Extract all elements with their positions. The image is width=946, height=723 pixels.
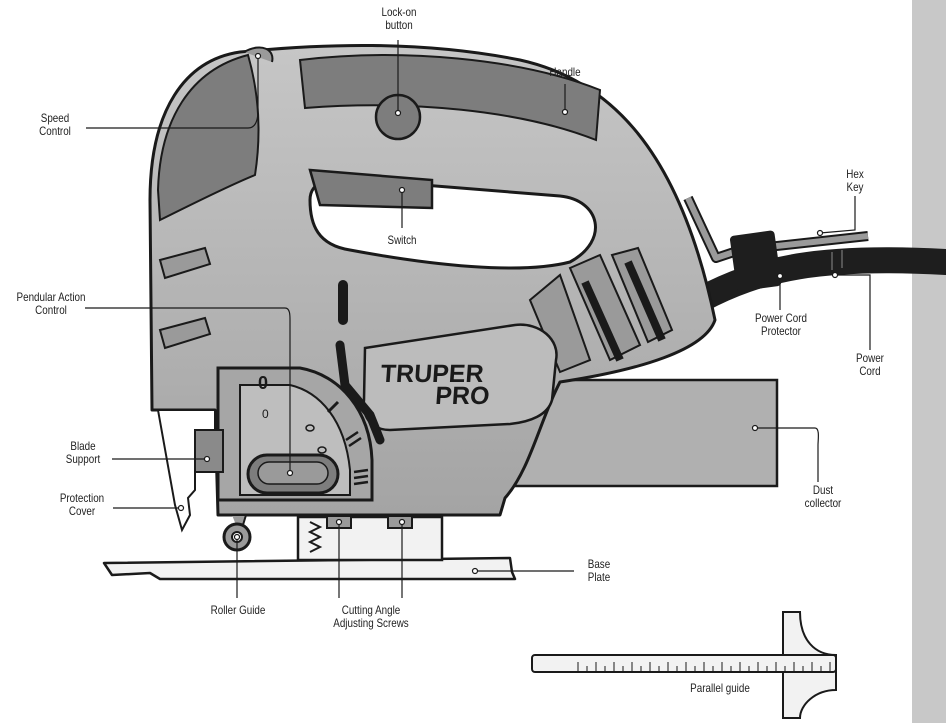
dial-dot <box>317 446 327 454</box>
label-handle-line1: Handle <box>549 65 581 79</box>
label-dust-line2: collector <box>804 496 842 510</box>
label-protection-line2: Cover <box>68 504 96 518</box>
leader-lines <box>85 40 871 598</box>
base-plate-support <box>296 515 444 562</box>
label-speed-line2: Control <box>39 124 71 138</box>
label-blade-line1: Blade <box>70 439 96 453</box>
label-parallel-guide: Parallel guide <box>679 682 761 695</box>
label-lock-on-line2: button <box>385 18 413 32</box>
protection-cover <box>156 409 216 533</box>
label-protector-line1: Power Cord <box>755 311 807 325</box>
dial-mark-2 <box>345 430 362 448</box>
label-cutting-line1: Cutting Angle <box>341 603 401 617</box>
label-dust-collector: Dust collector <box>796 484 850 510</box>
dial-mark-3 <box>353 468 369 486</box>
label-dust-line1: Dust <box>812 483 834 497</box>
right-margin-bar <box>912 0 946 723</box>
leader-dots <box>177 52 839 575</box>
brand-line1: TRUPER <box>380 360 485 388</box>
label-base-line1: Base <box>587 557 611 571</box>
blade-support <box>194 429 224 473</box>
parallel-guide-ticks <box>577 662 831 672</box>
power-cord <box>687 247 946 313</box>
brand-line2: PRO <box>434 382 490 410</box>
label-base-line2: Plate <box>587 570 611 584</box>
power-cord-protector <box>729 230 782 292</box>
label-hex-line2: Key <box>846 180 864 194</box>
body-accent <box>335 340 385 445</box>
label-power-cord: Power Cord <box>845 352 894 378</box>
label-pendular-line2: Control <box>35 303 67 317</box>
label-pendular-line1: Pendular Action <box>16 290 86 304</box>
dial-zero-small: 0 <box>262 407 269 421</box>
dial-zero-large: 0 <box>258 373 268 393</box>
label-speed-control: Speed Control <box>28 112 82 138</box>
label-pendular-action: Pendular Action Control <box>9 291 93 317</box>
label-hex-line1: Hex <box>846 167 864 181</box>
rear-vent <box>158 316 212 350</box>
label-cutting-angle: Cutting Angle Adjusting Screws <box>321 604 421 630</box>
label-speed-line1: Speed <box>40 111 70 125</box>
label-protection-cover: Protection Cover <box>48 492 117 518</box>
label-lock-on-line1: Lock-on <box>381 5 417 19</box>
spring <box>307 521 323 553</box>
label-cord-line2: Cord <box>859 364 881 378</box>
rear-vent <box>158 246 212 280</box>
cord-marking <box>831 250 843 270</box>
dial-mark-1 <box>326 400 340 414</box>
label-switch: Switch <box>377 234 426 247</box>
label-blade-support: Blade Support <box>56 440 110 466</box>
label-parallel-line1: Parallel guide <box>690 681 750 695</box>
parallel-guide-bar <box>531 654 837 673</box>
label-protection-line1: Protection <box>59 491 105 505</box>
label-lock-on-button: Lock-on button <box>369 6 430 32</box>
label-hex-key: Hex Key <box>835 168 876 194</box>
label-cutting-line2: Adjusting Screws <box>333 616 409 630</box>
label-roller-guide: Roller Guide <box>197 604 279 617</box>
label-base-plate: Base Plate <box>575 558 623 584</box>
base-plate <box>102 556 517 581</box>
label-roller-line1: Roller Guide <box>210 603 266 617</box>
label-switch-line1: Switch <box>387 233 417 247</box>
label-handle: Handle <box>538 66 592 79</box>
label-power-cord-protector: Power Cord Protector <box>744 312 818 338</box>
rear-grip <box>156 53 260 222</box>
label-blade-line2: Support <box>65 452 101 466</box>
label-protector-line2: Protector <box>761 324 801 338</box>
dial-dot <box>305 424 315 432</box>
label-cord-line1: Power <box>856 351 884 365</box>
